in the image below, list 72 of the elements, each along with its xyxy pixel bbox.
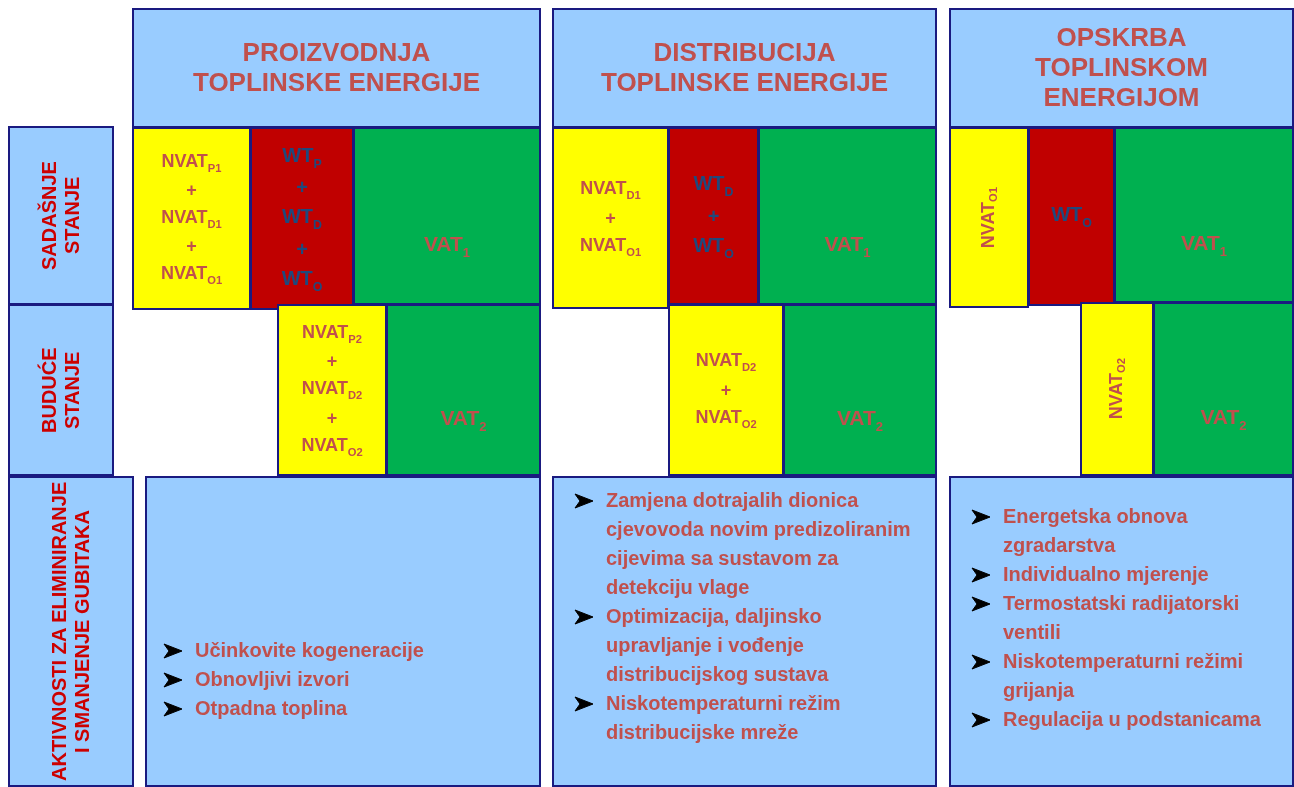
measure-text: Obnovljivi izvori [195,667,351,692]
measure-text: Učinkovite kogeneracije [195,638,425,663]
formula-term: NVAT$_{O1}$ [160,263,223,286]
formula-term: NVAT$_{P1}$ [161,150,222,174]
formula-term: WT$_{P}$ [282,143,322,171]
loss-term-block [277,304,387,476]
value-term-block [386,304,541,476]
formula-term: VAT$_{1}$ [423,232,471,260]
header-text: DISTRIBUCIJA TOPLINSKE ENERGIJE [600,38,889,98]
measure-text: Niskotemperaturni režimi grijanja [1003,649,1245,703]
formula-term: VAT$_{2}$ [836,406,884,434]
header-text: PROIZVODNJA TOPLINSKE ENERGIJE [192,38,481,98]
row-label: AKTIVNOSTI ZA ELIMINIRANJE I SMANJENJE GUBITAKA [48,480,94,784]
loss-term-block [949,127,1029,308]
formula-term: NVAT$_{O1}$ [579,234,642,258]
measure-text: Termostatski radijatorski ventili [1003,591,1241,645]
formula-term: + [296,176,308,200]
loss-term-block [1080,302,1154,476]
row-header [8,126,114,305]
formula-term: NVAT$_{O2}$ [695,406,757,430]
row-label: SADAŠNJE STANJE [38,160,84,272]
formula-term: NVAT$_{D2}$ [301,378,363,402]
loss-term-block [250,127,354,310]
value-term-block [353,127,541,305]
column-header [552,8,937,128]
measure-text: Optimizacija, daljinsko upravljanje i vođenje distribucijskog sustava [606,604,830,687]
formula-term: + [296,237,308,261]
measure-text: Otpadna toplina [195,696,349,721]
column-header [949,8,1294,128]
row-label: BUDUĆE STANJE [38,346,84,435]
row-header [8,304,114,476]
formula-term: VAT$_{2}$ [1200,405,1247,433]
formula-term: NVAT$_{D1}$ [161,207,222,230]
formula-term: WT$_{D}$ [693,171,734,199]
formula-term: + [707,204,720,228]
value-term-block [783,304,937,476]
loss-term-block [668,127,759,305]
loss-term-block [132,127,251,310]
formula-term: WT$_{O}$ [693,233,734,261]
formula-term: VAT$_{2}$ [440,406,487,434]
measures-panel [949,476,1294,787]
measure-text: Individualno mjerenje [1003,562,1210,587]
measures-panel [552,476,937,787]
value-term-block [1153,302,1294,476]
value-term-block [758,127,937,305]
formula-term: + [605,207,616,229]
measure-text: Regulacija u podstanicama [1003,707,1262,732]
formula-term: + [186,236,197,257]
header-text: OPSKRBA TOPLINSKOM ENERGIJOM [1034,23,1209,113]
formula-term: NVAT$_{D2}$ [695,350,757,374]
formula-term: NVAT$_{D1}$ [580,178,641,202]
formula-term: WT$_{O}$ [1051,203,1092,230]
loss-term-block [552,127,669,309]
formula-term: + [326,407,338,429]
formula-term: WT$_{D}$ [281,205,322,232]
measure-text: Energetska obnova zgradarstva [1003,504,1189,558]
measures-panel [145,476,541,787]
row-header [8,476,134,787]
formula-term: NVAT$_{O2}$ [301,434,363,458]
formula-term: + [720,379,732,401]
loss-term-block [1028,127,1115,306]
column-header [132,8,541,128]
value-term-block [1114,127,1294,303]
formula-term: + [186,180,197,201]
formula-term: VAT$_{1}$ [1180,231,1228,259]
formula-term: + [326,351,338,373]
formula-term: WT$_{O}$ [281,266,323,294]
measure-text: Niskotemperaturni režim distribucijske mreže [606,691,842,745]
measure-text: Zamjena dotrajalih dionica cjevovoda novim predizoliranim cijevima sa sustavom za detekciju vlage [606,488,912,600]
loss-term-block [668,304,784,476]
formula-term: VAT$_{1}$ [824,232,871,260]
formula-term: NVAT$_{P2}$ [302,322,362,346]
